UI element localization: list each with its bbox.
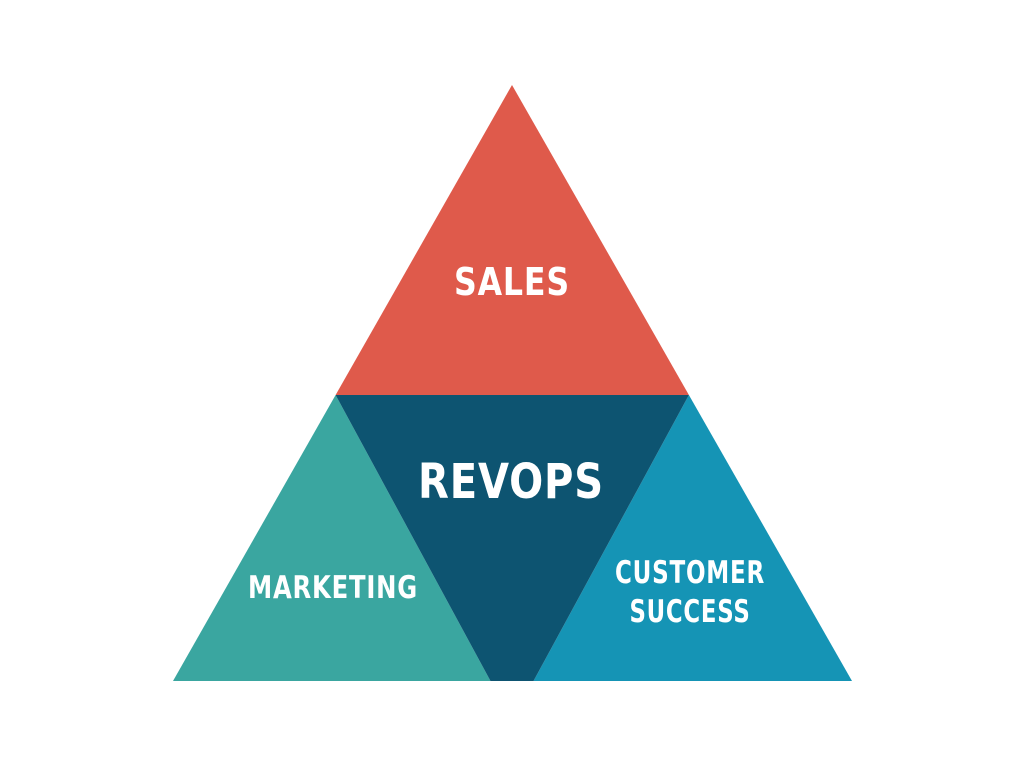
customer-success-label-line2: SUCCESS [630,594,751,630]
sales-segment [335,85,689,395]
revops-label: REVOPS [418,454,604,510]
customer-success-segment [533,395,852,681]
sales-label: SALES [454,260,570,304]
marketing-segment [173,395,491,681]
revops-segment [335,395,689,681]
marketing-label: MARKETING [248,570,418,606]
customer-success-label-line1: CUSTOMER [615,555,765,591]
